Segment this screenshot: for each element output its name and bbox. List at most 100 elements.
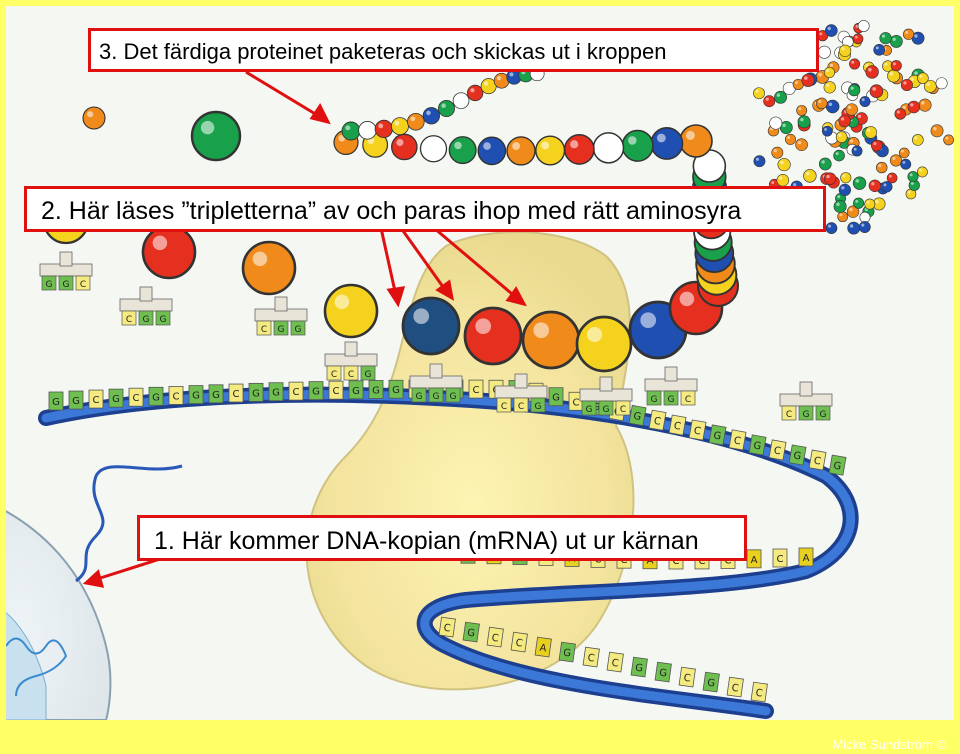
cluster-bead-55-shine — [828, 102, 833, 107]
mrna-base-top-36: C — [768, 439, 787, 461]
trna-8-base-2: G — [820, 410, 827, 420]
free-amino-acid-0 — [82, 106, 106, 130]
chain-bead-19 — [650, 127, 684, 160]
cluster-bead-123 — [838, 183, 852, 197]
mrna-base-top-21-letter: C — [473, 385, 480, 396]
trna-1-base-0: C — [126, 315, 132, 325]
chain-bead-22 — [563, 134, 595, 165]
cluster-bead-107-shine — [842, 174, 846, 178]
chain-bead-33-shine — [378, 123, 384, 129]
cluster-bead-121 — [907, 171, 919, 183]
mrna-base-bottom-19: G — [558, 641, 576, 663]
cluster-bead-61-shine — [848, 146, 853, 150]
mrna-base-bottom-16: C — [486, 626, 504, 648]
chain-bead-0 — [401, 296, 461, 356]
chain-bead-32-shine — [361, 124, 367, 130]
mrna-base-top-34: C — [728, 429, 747, 451]
trna-3-base-2: G — [365, 370, 372, 380]
cluster-bead-28-shine — [933, 126, 937, 131]
cluster-bead-137 — [777, 158, 791, 172]
cluster-bead-81 — [898, 147, 910, 159]
mrna-base-bottom-19-letter: G — [562, 648, 571, 660]
cluster-bead-57-shine — [793, 183, 797, 187]
mrna-base-top-35: G — [748, 434, 767, 456]
arrow-step2-c — [433, 226, 519, 301]
cluster-bead-93-shine — [888, 174, 892, 178]
chain-bead-18 — [679, 124, 713, 158]
cluster-bead-118 — [865, 65, 879, 79]
cluster-bead-18-shine — [827, 224, 832, 228]
cluster-bead-7-shine — [855, 199, 859, 203]
mrna-base-bottom-4-letter: C — [699, 556, 706, 567]
trna-4-base-0: G — [416, 392, 423, 402]
cluster-bead-63-shine — [883, 183, 887, 187]
cluster-bead-74-shine — [873, 142, 877, 146]
mrna-base-top-3: G — [108, 388, 124, 408]
cluster-bead-127-shine — [872, 87, 876, 91]
cluster-bead-66-shine — [818, 99, 822, 104]
cluster-bead-116 — [852, 33, 864, 45]
cluster-bead-43-shine — [910, 77, 914, 82]
trna-5-base-0: C — [501, 402, 507, 412]
chain-bead-39-shine — [470, 88, 475, 93]
mrna-base-bottom-6-letter: A — [647, 556, 654, 567]
cluster-bead-111-shine — [910, 103, 914, 107]
cluster-bead-51-shine — [921, 101, 925, 105]
mrna-base-top-32-letter: C — [693, 425, 702, 437]
cluster-bead-30 — [916, 166, 928, 178]
cluster-bead-60 — [835, 131, 848, 143]
mrna-base-bottom-16-letter: C — [491, 633, 499, 645]
mrna-base-bottom-1: C — [772, 548, 788, 568]
cluster-bead-73 — [796, 105, 808, 116]
cluster-bead-115 — [857, 20, 870, 32]
chain-bead-37-shine — [441, 103, 446, 108]
chain-bead-20-shine — [628, 136, 637, 145]
cluster-bead-96-shine — [844, 38, 848, 42]
cluster-bead-86 — [887, 69, 901, 83]
trna-7-base-0: G — [651, 395, 658, 405]
mrna-base-top-21: C — [468, 379, 484, 399]
mrna-base-bottom-2-letter: A — [751, 555, 758, 566]
cluster-bead-114 — [825, 24, 838, 37]
cluster-bead-119-shine — [861, 214, 865, 217]
cluster-bead-124-shine — [851, 60, 855, 64]
cluster-bead-133 — [845, 103, 858, 116]
chain-bead-1 — [463, 306, 523, 366]
cluster-bead-95-shine — [824, 127, 827, 131]
cluster-bead-56-shine — [826, 174, 830, 179]
mrna-base-top-7: G — [188, 385, 204, 404]
chain-bead-21-shine — [599, 138, 608, 147]
cluster-bead-55 — [825, 99, 840, 114]
cluster-bead-14-shine — [843, 84, 848, 88]
cluster-bead-136-shine — [850, 86, 854, 90]
chain-bead-0-shine — [413, 308, 430, 325]
cluster-bead-104-shine — [892, 37, 896, 42]
mrna-base-bottom-17: C — [510, 631, 528, 653]
mrna-base-top-14: C — [328, 380, 344, 400]
mrna-base-top-31: C — [668, 414, 687, 436]
cluster-bead-51 — [918, 98, 932, 112]
cluster-bead-88 — [900, 158, 912, 170]
mrna-base-top-5: G — [148, 386, 164, 406]
cluster-bead-5 — [753, 155, 766, 168]
mrna-base-bottom-27: C — [750, 681, 768, 703]
mrna-base-bottom-18: A — [534, 636, 552, 658]
cluster-bead-120-shine — [881, 34, 886, 38]
mrna-base-bottom-24-letter: C — [683, 673, 691, 685]
chain-bead-37 — [437, 100, 455, 118]
cluster-bead-59-shine — [938, 79, 942, 83]
mrna-base-bottom-18-letter: A — [539, 643, 547, 655]
illustration-stage: GGCGCGCGGCGGCGCGGGCGGCCGCGCGCGCCCGCGCGCG… — [6, 6, 954, 720]
trna-8-base-1: G — [803, 410, 810, 420]
trna-0-base-1: G — [63, 280, 70, 290]
mrna-base-top-16: G — [368, 380, 384, 399]
chain-bead-24-shine — [512, 142, 521, 150]
mrna-base-top-16-letter: G — [372, 385, 380, 396]
cluster-bead-128 — [859, 96, 871, 108]
cluster-bead-129-shine — [826, 69, 830, 73]
cluster-bead-30-shine — [919, 168, 923, 172]
cluster-bead-90 — [847, 221, 861, 235]
cluster-bead-40-shine — [826, 83, 830, 87]
mrna-base-bottom-2: A — [746, 549, 762, 569]
